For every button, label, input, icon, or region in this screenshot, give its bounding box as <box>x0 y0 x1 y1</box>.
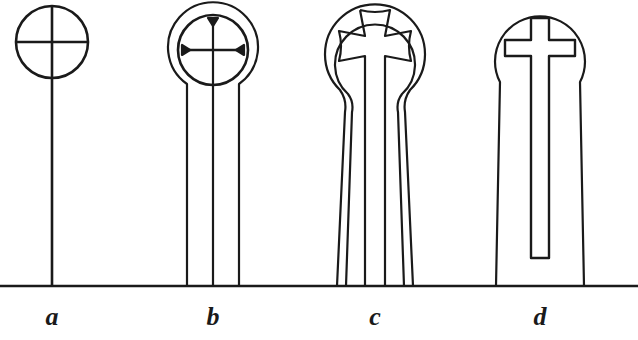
round-head-slab <box>495 16 585 286</box>
wheel-head-slab <box>168 2 258 286</box>
figure-letter: c <box>369 304 381 330</box>
figure-letter: a <box>46 304 59 330</box>
figure-letter: d <box>534 304 547 330</box>
ground-line <box>0 285 638 287</box>
wheel-cross-staff <box>16 6 88 286</box>
figure-letter: b <box>207 304 220 330</box>
necked-wheel-cross <box>325 4 425 286</box>
